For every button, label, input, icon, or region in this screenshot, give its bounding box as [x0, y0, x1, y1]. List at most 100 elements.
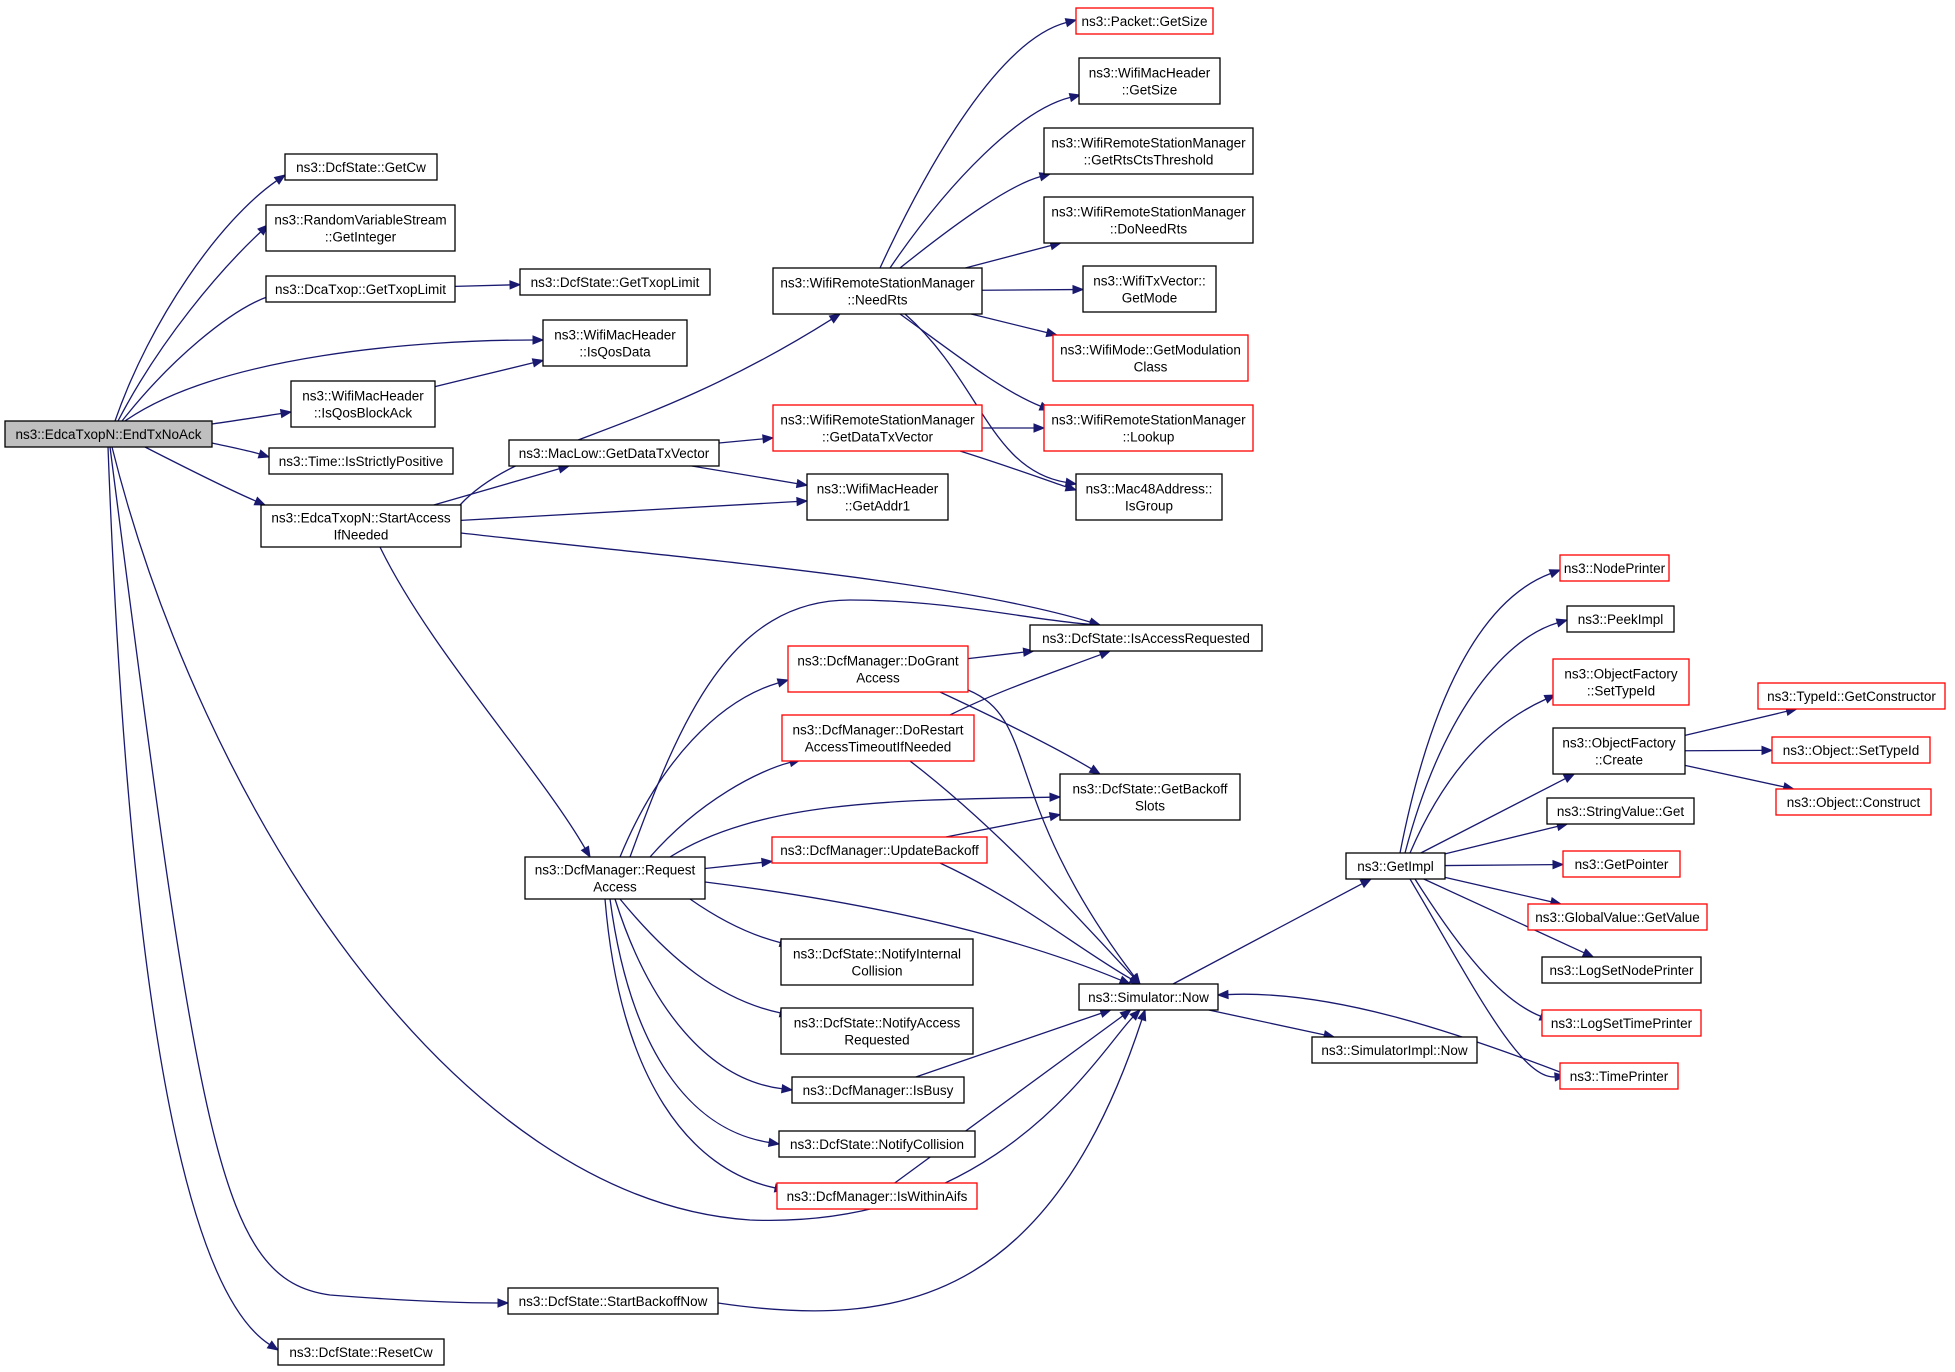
node-packetgetsize[interactable]: ns3::Packet::GetSize	[1075, 7, 1214, 35]
node-globalvalueget[interactable]: ns3::GlobalValue::GetValue	[1527, 903, 1708, 931]
node-txvectorgetmode[interactable]: ns3::WifiTxVector::GetMode	[1082, 265, 1217, 313]
edge-line	[945, 815, 1051, 838]
node-machdrgetsize[interactable]: ns3::WifiMacHeader::GetSize	[1078, 57, 1221, 105]
node-label: Access	[593, 880, 637, 895]
node-label: ns3::DcfState::IsAccessRequested	[1042, 631, 1250, 646]
edge-arrowhead	[253, 496, 267, 506]
node-notifycollision[interactable]: ns3::DcfState::NotifyCollision	[778, 1130, 976, 1158]
node-lookup[interactable]: ns3::WifiRemoteStationManager::Lookup	[1043, 404, 1254, 452]
node-label: ns3::EdcaTxopN::EndTxNoAck	[15, 427, 201, 442]
node-label: ns3::TypeId::GetConstructor	[1767, 689, 1936, 704]
edge-needrts-to-txvectorgetmode	[981, 284, 1085, 295]
edge-line	[965, 244, 1052, 269]
edge-startbackoffnow-to-simnow	[717, 1008, 1147, 1312]
node-box	[1052, 334, 1249, 382]
edge-dcagettxop-to-dcfgettxop	[454, 280, 522, 290]
node-timeprinter[interactable]: ns3::TimePrinter	[1559, 1062, 1679, 1090]
edge-line	[114, 180, 278, 422]
node-dcfgettxop[interactable]: ns3::DcfState::GetTxopLimit	[519, 268, 711, 296]
node-box	[1082, 265, 1217, 313]
node-getrtscts[interactable]: ns3::WifiRemoteStationManager::GetRtsCts…	[1043, 127, 1254, 175]
edge-arrowhead	[1548, 569, 1562, 579]
node-objconstruct[interactable]: ns3::Object::Construct	[1775, 788, 1932, 816]
node-box	[1043, 196, 1254, 244]
node-label: ns3::DcfManager::DoRestart	[792, 723, 963, 738]
node-isgroup[interactable]: ns3::Mac48Address::IsGroup	[1075, 473, 1223, 521]
node-lognodeprinter[interactable]: ns3::LogSetNodePrinter	[1541, 956, 1702, 984]
edge-line	[1399, 572, 1551, 854]
edge-line	[949, 653, 1101, 716]
node-dorestart[interactable]: ns3::DcfManager::DoRestartAccessTimeoutI…	[781, 714, 975, 762]
node-label: ns3::Object::Construct	[1787, 795, 1921, 810]
edge-line	[915, 1012, 1102, 1078]
edge-needrts-to-doneedrts	[965, 241, 1063, 269]
node-getdatatxvector_low[interactable]: ns3::MacLow::GetDataTxVector	[508, 439, 720, 467]
node-stringvalueget[interactable]: ns3::StringValue::Get	[1546, 797, 1695, 825]
edge-factorycreate-to-objconstruct	[1684, 764, 1796, 792]
node-getcw[interactable]: ns3::DcfState::GetCw	[284, 153, 438, 181]
edge-line	[649, 761, 791, 858]
node-getaddr1[interactable]: ns3::WifiMacHeader::GetAddr1	[806, 473, 949, 521]
node-doneedrts[interactable]: ns3::WifiRemoteStationManager::DoNeedRts	[1043, 196, 1254, 244]
node-label: ns3::WifiMacHeader	[1089, 66, 1211, 81]
node-root[interactable]: ns3::EdcaTxopN::EndTxNoAck	[4, 420, 213, 448]
edge-line	[211, 412, 282, 425]
edge-line	[459, 318, 832, 506]
node-simimplnow[interactable]: ns3::SimulatorImpl::Now	[1311, 1036, 1478, 1064]
node-label: ns3::TimePrinter	[1570, 1069, 1669, 1084]
node-label: ns3::GetImpl	[1357, 859, 1434, 874]
edge-needrts-to-getmodclass	[971, 313, 1059, 338]
node-logtimeprinter[interactable]: ns3::LogSetTimePrinter	[1541, 1009, 1702, 1037]
node-isqosblockack[interactable]: ns3::WifiMacHeader::IsQosBlockAck	[290, 380, 436, 428]
node-nodeprinter[interactable]: ns3::NodePrinter	[1559, 554, 1670, 582]
edge-arrowhead	[776, 678, 790, 688]
node-label: ns3::DcfManager::Request	[535, 863, 696, 878]
node-factorycreate[interactable]: ns3::ObjectFactory::Create	[1552, 727, 1686, 775]
node-startbackoffnow[interactable]: ns3::DcfState::StartBackoffNow	[507, 1287, 719, 1315]
node-getimpl[interactable]: ns3::GetImpl	[1345, 852, 1446, 880]
node-box	[290, 380, 436, 428]
edge-getimpl-to-globalvalueget	[1444, 876, 1563, 907]
node-dcagettxop[interactable]: ns3::DcaTxop::GetTxopLimit	[265, 275, 456, 303]
node-simnow[interactable]: ns3::Simulator::Now	[1078, 983, 1219, 1011]
node-box	[772, 404, 983, 452]
node-updatebackoff[interactable]: ns3::DcfManager::UpdateBackoff	[771, 836, 988, 864]
edge-getimpl-to-peekimpl	[1404, 618, 1569, 854]
edge-dograntaccess-to-isaccessrequested	[967, 647, 1035, 660]
node-iswithinaifs[interactable]: ns3::DcfManager::IsWithinAifs	[776, 1182, 978, 1210]
edge-arrowhead	[1098, 650, 1112, 660]
node-isaccessrequested[interactable]: ns3::DcfState::IsAccessRequested	[1029, 624, 1263, 652]
node-label: ns3::DcfState::StartBackoffNow	[519, 1294, 708, 1309]
node-getinteger[interactable]: ns3::RandomVariableStream::GetInteger	[265, 204, 456, 252]
edge-arrowhead	[828, 313, 842, 324]
edge-getimpl-to-nodeprinter	[1399, 569, 1562, 854]
node-box	[1043, 404, 1254, 452]
node-box	[780, 938, 974, 986]
node-objsettypeid[interactable]: ns3::Object::SetTypeId	[1771, 736, 1931, 764]
node-peekimpl[interactable]: ns3::PeekImpl	[1566, 605, 1675, 633]
edge-line	[981, 288, 1074, 291]
node-resetcw[interactable]: ns3::DcfState::ResetCw	[277, 1338, 445, 1366]
edge-arrowhead	[762, 434, 775, 444]
edge-line	[971, 313, 1048, 334]
node-isbusy[interactable]: ns3::DcfManager::IsBusy	[791, 1076, 965, 1104]
node-settypeid_factory[interactable]: ns3::ObjectFactory::SetTypeId	[1552, 658, 1690, 706]
node-needrts[interactable]: ns3::WifiRemoteStationManager::NeedRts	[772, 267, 983, 315]
edge-line	[959, 450, 1067, 488]
edge-arrowhead	[1033, 423, 1046, 433]
node-getpointer[interactable]: ns3::GetPointer	[1562, 850, 1681, 878]
node-label: ns3::WifiRemoteStationManager	[1051, 205, 1246, 220]
node-getconstructor[interactable]: ns3::TypeId::GetConstructor	[1757, 682, 1946, 710]
node-isqosdata[interactable]: ns3::WifiMacHeader::IsQosData	[542, 319, 688, 367]
node-label: Collision	[851, 964, 902, 979]
edge-isqosblockack-to-isqosdata	[434, 358, 545, 388]
node-getdatatxvector_wrsm[interactable]: ns3::WifiRemoteStationManager::GetDataTx…	[772, 404, 983, 452]
node-isstrictlypositive[interactable]: ns3::Time::IsStrictlyPositive	[268, 447, 454, 475]
